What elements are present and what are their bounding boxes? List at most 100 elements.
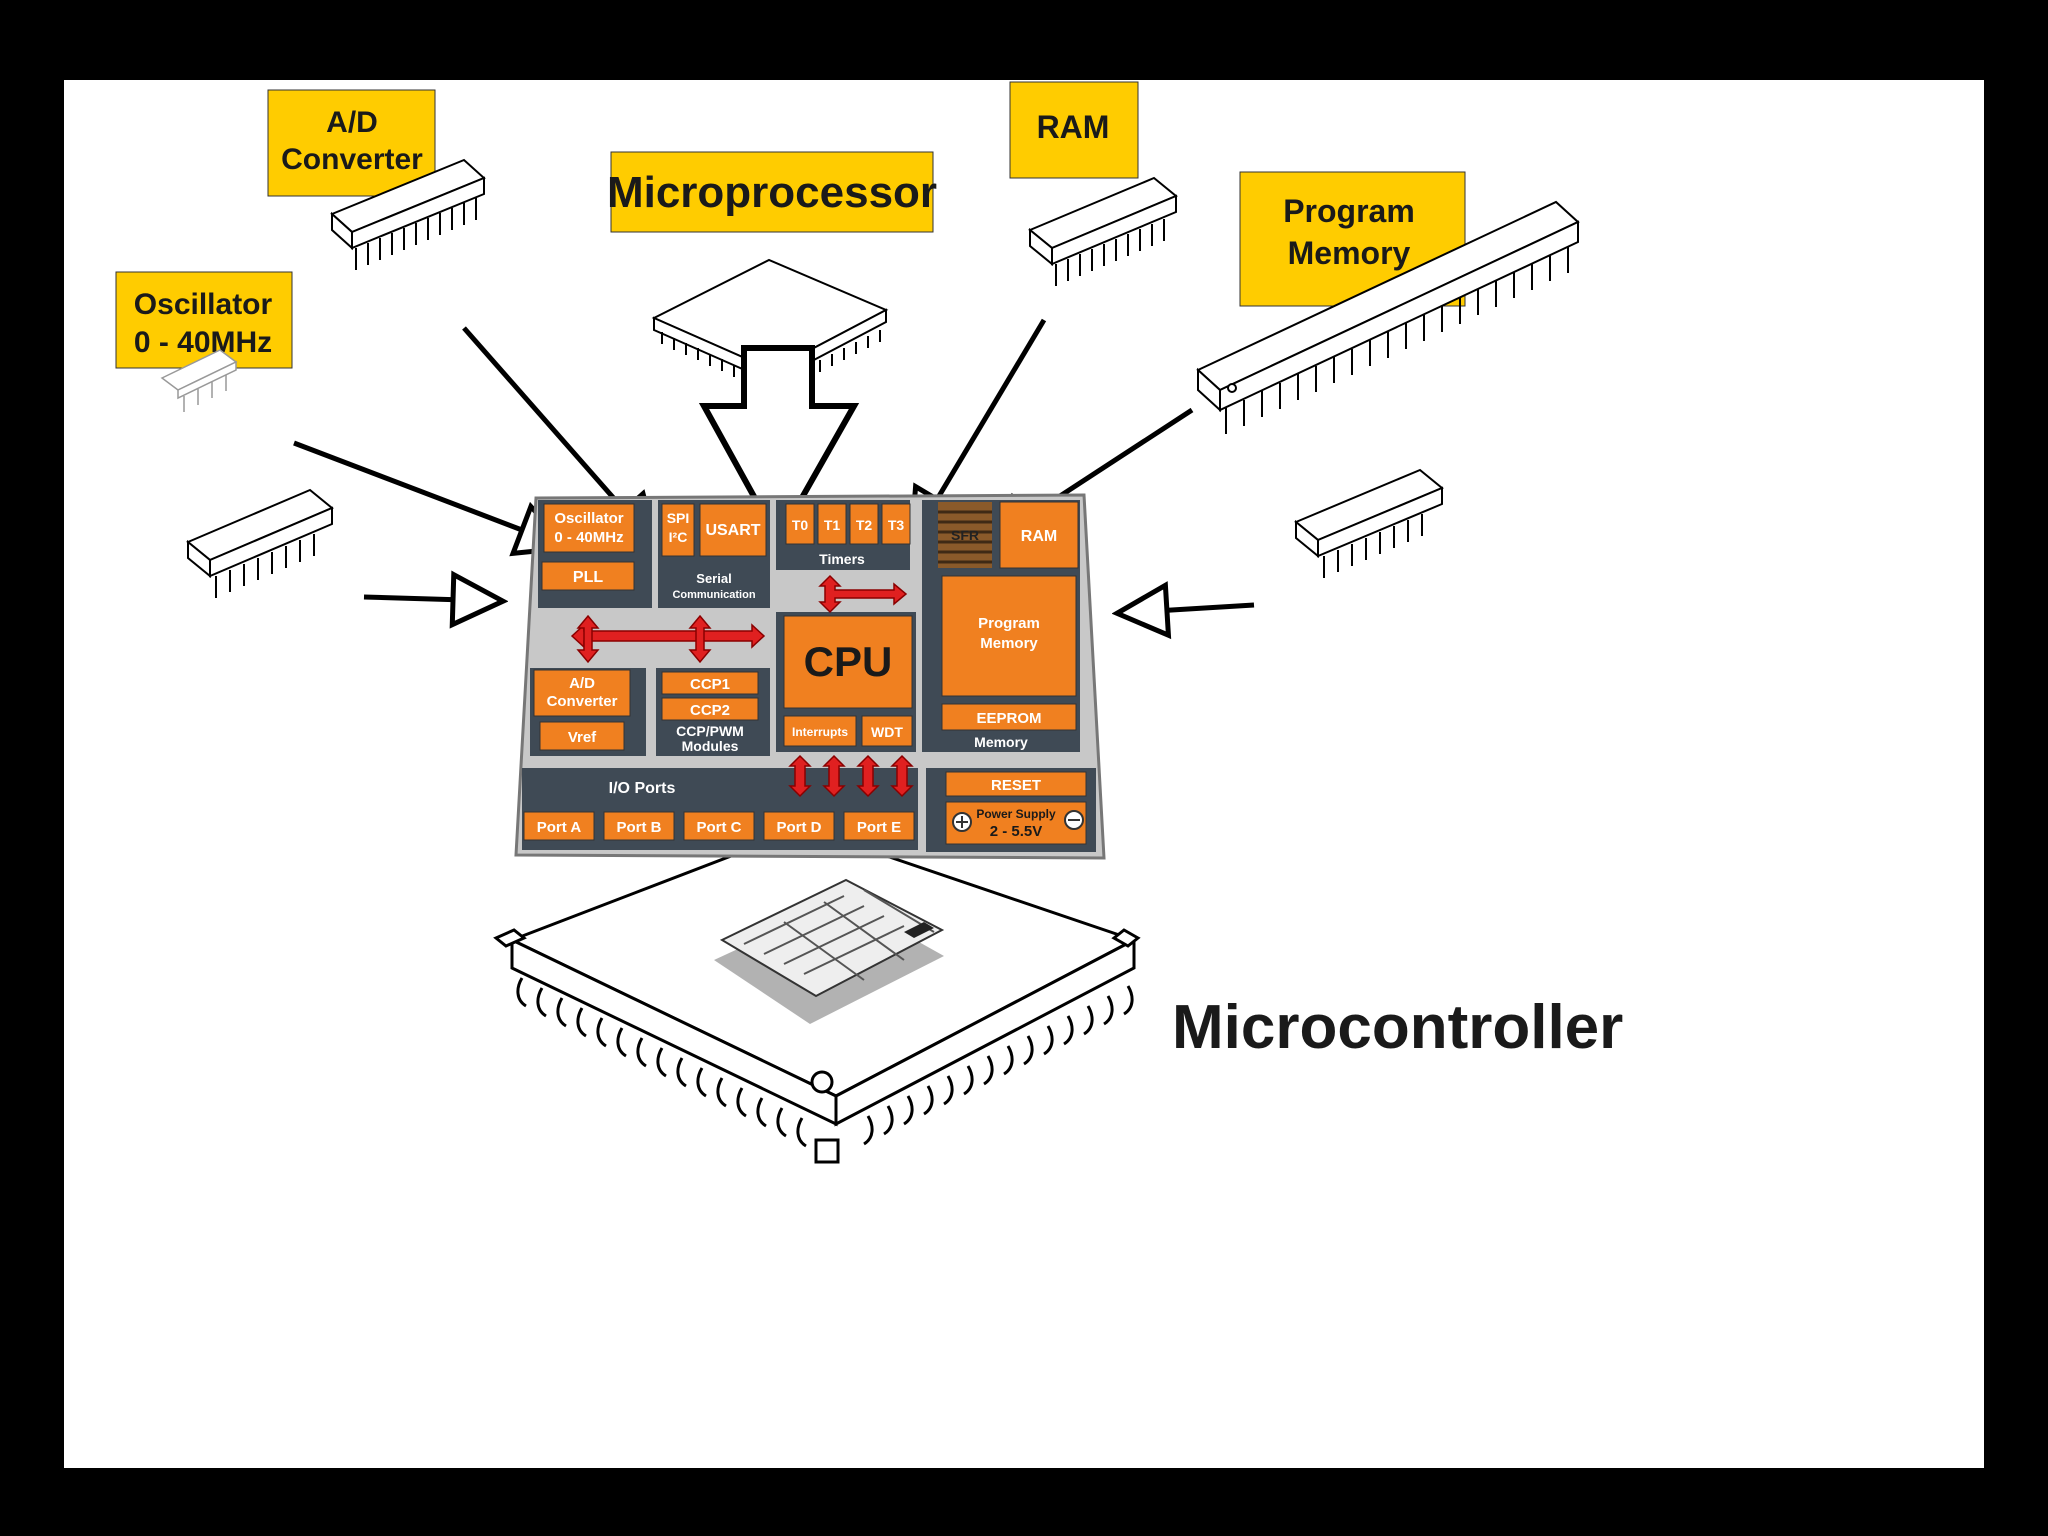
label-microprocessor: Microprocessor: [607, 151, 937, 233]
eeprom-module: [941, 703, 1077, 731]
port-c-module: [683, 811, 755, 841]
label-osc-line1: Oscillator: [134, 288, 273, 321]
spi-i2c-module: [661, 503, 695, 557]
power-range-label: 2 - 5.5V: [990, 823, 1043, 840]
oscillator-module-line1: Oscillator: [554, 510, 623, 527]
serial-label-line1: Serial: [696, 571, 731, 586]
bus-arrows: [570, 574, 914, 798]
port-bus-arrow-3: [856, 754, 880, 798]
minus-icon: [1064, 810, 1084, 830]
sfr-label: SFR: [951, 527, 979, 543]
serial-label-line2: Communication: [672, 589, 755, 601]
label-ad-line2: Converter: [281, 143, 423, 176]
port-c-label: Port C: [697, 819, 742, 836]
memory-label: Memory: [974, 734, 1028, 750]
label-pm-line1: Program: [1283, 193, 1415, 229]
interrupts-label: Interrupts: [792, 725, 848, 739]
cpu-label: CPU: [804, 638, 893, 685]
port-e-module: [843, 811, 915, 841]
port-a-label: Port A: [537, 819, 582, 836]
timer-bus-arrow: [818, 574, 908, 614]
ccp2-module: [661, 697, 759, 721]
pll-module: [541, 561, 635, 591]
power-supply-label: Power Supply: [976, 807, 1056, 821]
timer-t0: [785, 503, 815, 545]
die-image-icon: [714, 878, 945, 1024]
label-osc-line2: 0 - 40MHz: [134, 326, 272, 359]
ccp1-module: [661, 671, 759, 695]
label-ad-converter: A/D Converter: [267, 89, 436, 197]
port-a-module: [523, 811, 595, 841]
right-dip-chip-icon: [1294, 468, 1444, 578]
vref-label: Vref: [568, 729, 597, 746]
plus-icon: [952, 812, 972, 832]
oscillator-module-line2: 0 - 40MHz: [554, 529, 623, 546]
eeprom-label: EEPROM: [976, 710, 1041, 727]
reset-label: RESET: [991, 777, 1041, 794]
label-oscillator: Oscillator 0 - 40MHz: [115, 271, 293, 369]
timer-t1-label: T1: [824, 517, 841, 533]
port-bus-arrow-2: [822, 754, 846, 798]
ccp2-label: CCP2: [690, 702, 730, 719]
diagram-panel: A/D Converter Microprocessor RAM Program…: [64, 80, 1984, 1468]
label-ad-line1: A/D: [326, 106, 378, 139]
spi-label: SPI: [667, 510, 690, 526]
left-dip-chip-icon: [186, 488, 334, 598]
timer-t2: [849, 503, 879, 545]
ram-chip-icon: [1028, 176, 1178, 286]
interrupts-module: [783, 715, 857, 747]
port-bus-arrow-1: [788, 754, 812, 798]
label-microprocessor-text: Microprocessor: [607, 168, 937, 217]
port-e-label: Port E: [857, 819, 901, 836]
ad-module-line1: A/D: [569, 675, 595, 692]
microprocessor-big-arrow: [698, 345, 860, 547]
program-memory-chip-icon: [1196, 200, 1580, 434]
left-dip-arrow: [363, 597, 498, 601]
oscillator-arrow: [293, 440, 564, 546]
label-ram: RAM: [1009, 81, 1139, 179]
wdt-module: [861, 715, 913, 747]
label-ram-text: RAM: [1037, 109, 1110, 145]
ad-module-line2: Converter: [547, 693, 618, 710]
right-dip-arrow: [1122, 605, 1255, 613]
microcontroller-diagram: A/D Converter Microprocessor RAM Program…: [115, 81, 1623, 1164]
timers-label: Timers: [819, 551, 865, 567]
timer-t0-label: T0: [792, 517, 809, 533]
label-program-memory: Program Memory: [1239, 171, 1466, 307]
ad-converter-chip-icon: [330, 158, 486, 270]
ccp-label-line2: Modules: [682, 738, 739, 754]
microcontroller-block-diagram: Oscillator 0 - 40MHz PLL SPI I²C USART S…: [514, 493, 1106, 860]
io-ports-label: I/O Ports: [609, 780, 676, 797]
ram-module-label: RAM: [1021, 528, 1057, 545]
usart-label: USART: [705, 522, 760, 539]
reset-module: [945, 771, 1087, 797]
vertical-bus-arrow-ccp: [688, 614, 712, 664]
cpu-module: [783, 615, 913, 709]
port-b-label: Port B: [617, 819, 662, 836]
ccp-label-line1: CCP/PWM: [676, 723, 744, 739]
timer-t3: [881, 503, 911, 545]
label-pm-line2: Memory: [1288, 235, 1411, 271]
vref-module: [539, 721, 625, 751]
pll-label: PLL: [573, 569, 603, 586]
timer-t1: [817, 503, 847, 545]
ad-module: [533, 669, 631, 717]
port-d-label: Port D: [777, 819, 822, 836]
program-memory-line2: Memory: [980, 635, 1038, 652]
ccp1-label: CCP1: [690, 676, 730, 693]
port-b-module: [603, 811, 675, 841]
ram-module: [999, 501, 1079, 569]
timer-t3-label: T3: [888, 517, 905, 533]
vertical-bus-arrow-ad: [576, 614, 600, 664]
timer-t2-label: T2: [856, 517, 873, 533]
port-bus-arrow-4: [890, 754, 914, 798]
oscillator-module: [543, 503, 635, 553]
program-memory-line1: Program: [978, 615, 1040, 632]
usart-module: [699, 503, 767, 557]
microcontroller-label: Microcontroller: [1172, 993, 1623, 1062]
port-d-module: [763, 811, 835, 841]
wdt-label: WDT: [871, 724, 903, 740]
oscillator-chip-icon: [160, 349, 238, 412]
i2c-label: I²C: [669, 529, 688, 545]
program-memory-module: [941, 575, 1077, 697]
